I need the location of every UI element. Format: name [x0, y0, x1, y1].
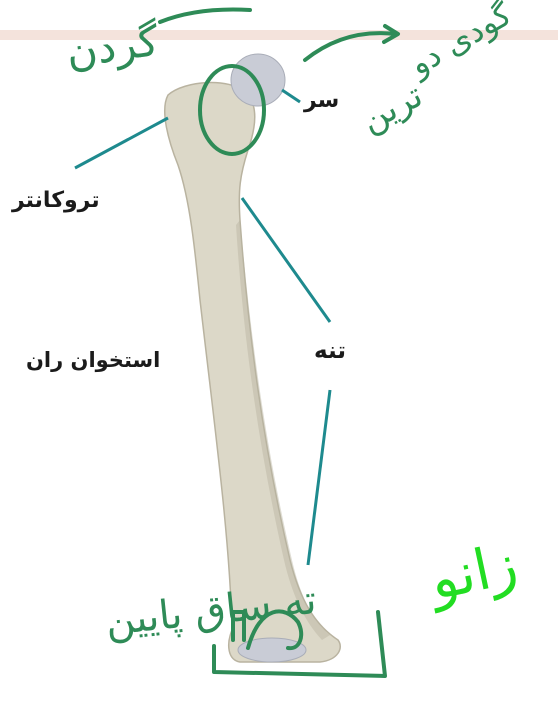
- neck-underline-stroke: [160, 10, 250, 23]
- label-head: سر: [304, 88, 339, 113]
- label-femur: استخوان ران: [26, 348, 160, 372]
- leader-line-shaft-upper: [242, 198, 330, 322]
- label-trochanter: تروکانتر: [12, 188, 100, 213]
- femoral-head: [231, 54, 285, 106]
- femur-bone: [165, 83, 341, 662]
- label-shaft: تنه: [314, 338, 346, 364]
- leader-line-head: [282, 90, 300, 102]
- leader-line-trochanter: [75, 118, 168, 168]
- leader-line-shaft-lower: [308, 390, 330, 565]
